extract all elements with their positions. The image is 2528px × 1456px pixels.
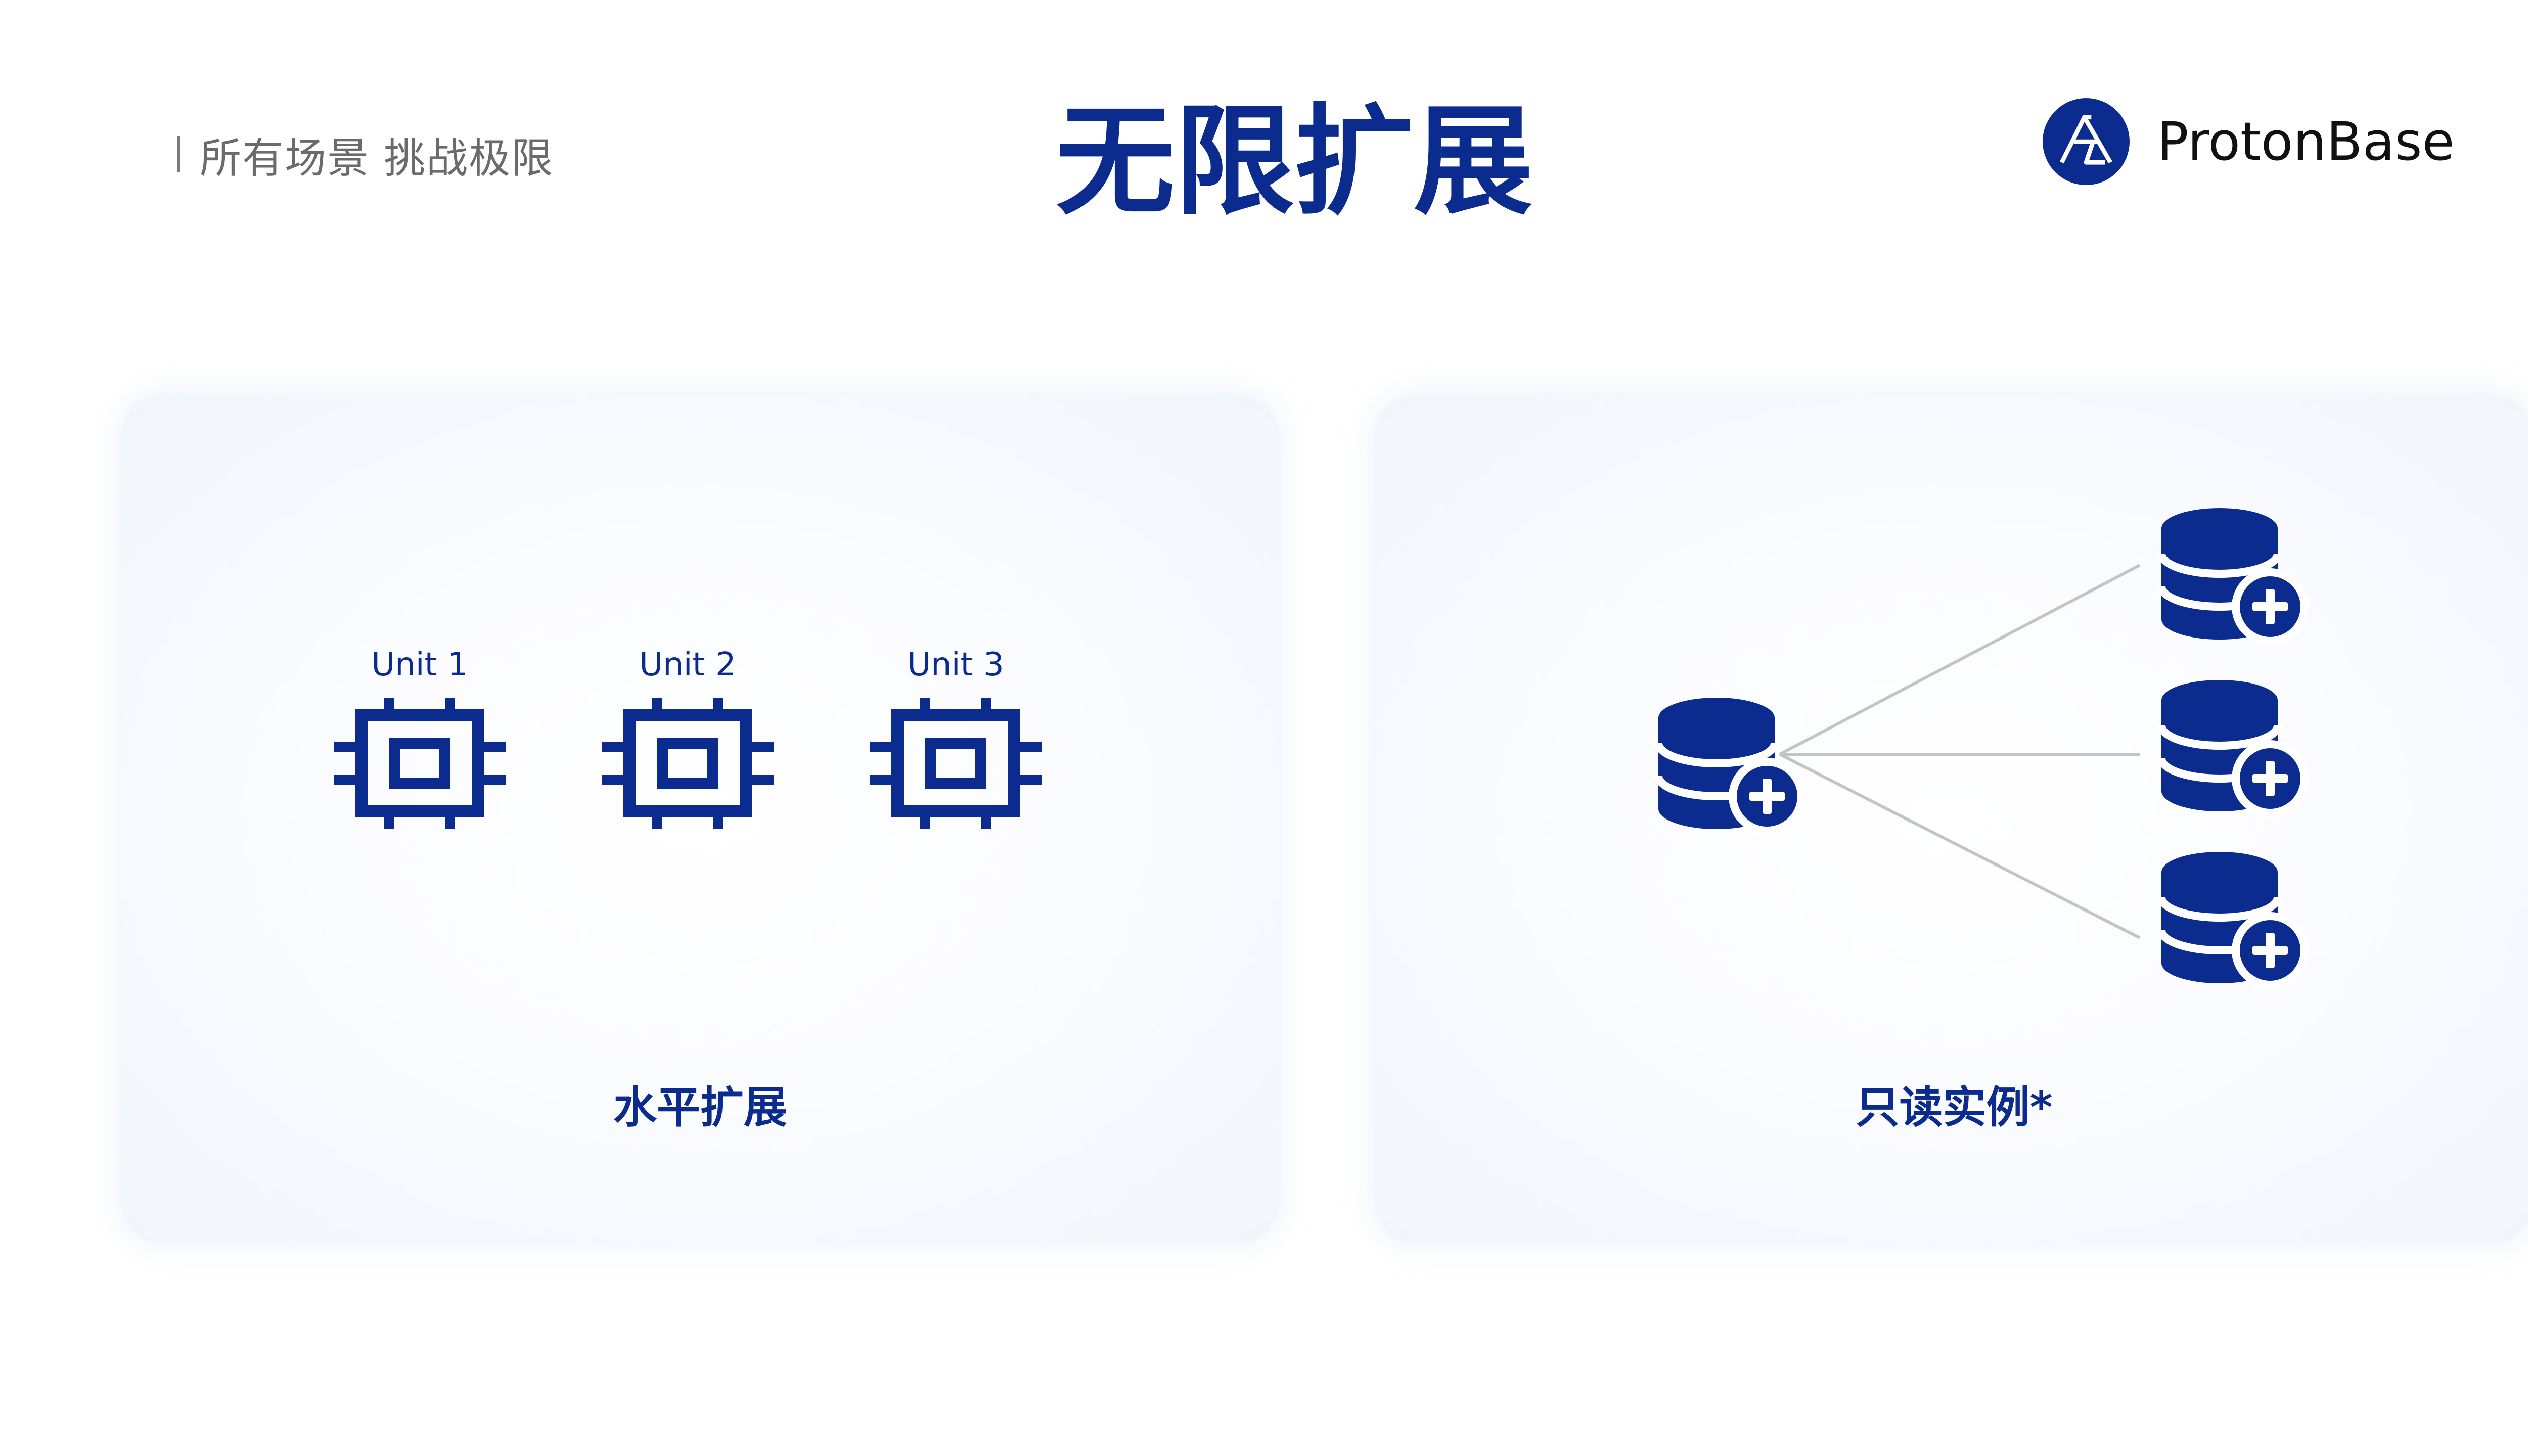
database-add-icon	[2161, 508, 2305, 641]
database-add-icon	[2161, 852, 2305, 985]
database-add-icon	[2161, 680, 2305, 813]
read-replica-label: 只读实例*	[1856, 1082, 2053, 1133]
read-replica-panel: 只读实例*	[1375, 394, 2528, 1244]
brand-name: ProtonBase	[2157, 111, 2455, 172]
section-tag-text: 所有场景 挑战极限	[200, 134, 554, 183]
read-replica-diagram	[1375, 394, 2528, 1244]
page-title: 无限扩展	[1055, 92, 1533, 231]
cpu-chip-icon	[602, 698, 774, 829]
unit-card: Unit 3	[870, 642, 1042, 829]
unit-label: Unit 3	[907, 646, 1004, 684]
protonbase-logo-icon	[2043, 98, 2130, 185]
horizontal-scaling-label: 水平扩展	[613, 1082, 787, 1133]
cpu-chip-icon	[334, 698, 506, 829]
connector-line	[1779, 564, 2141, 756]
unit-label: Unit 1	[371, 646, 468, 684]
section-tag: 所有场景 挑战极限	[177, 126, 554, 183]
section-tag-bar	[177, 136, 180, 172]
connector-line	[1779, 753, 2141, 939]
cpu-chip-icon	[870, 698, 1042, 829]
unit-card: Unit 1	[334, 642, 506, 829]
database-add-icon	[1658, 698, 1801, 831]
brand: ProtonBase	[2043, 96, 2455, 187]
unit-card: Unit 2	[602, 642, 774, 829]
horizontal-scaling-panel: Unit 1 Unit 2	[121, 394, 1279, 1244]
unit-label: Unit 2	[639, 646, 736, 684]
